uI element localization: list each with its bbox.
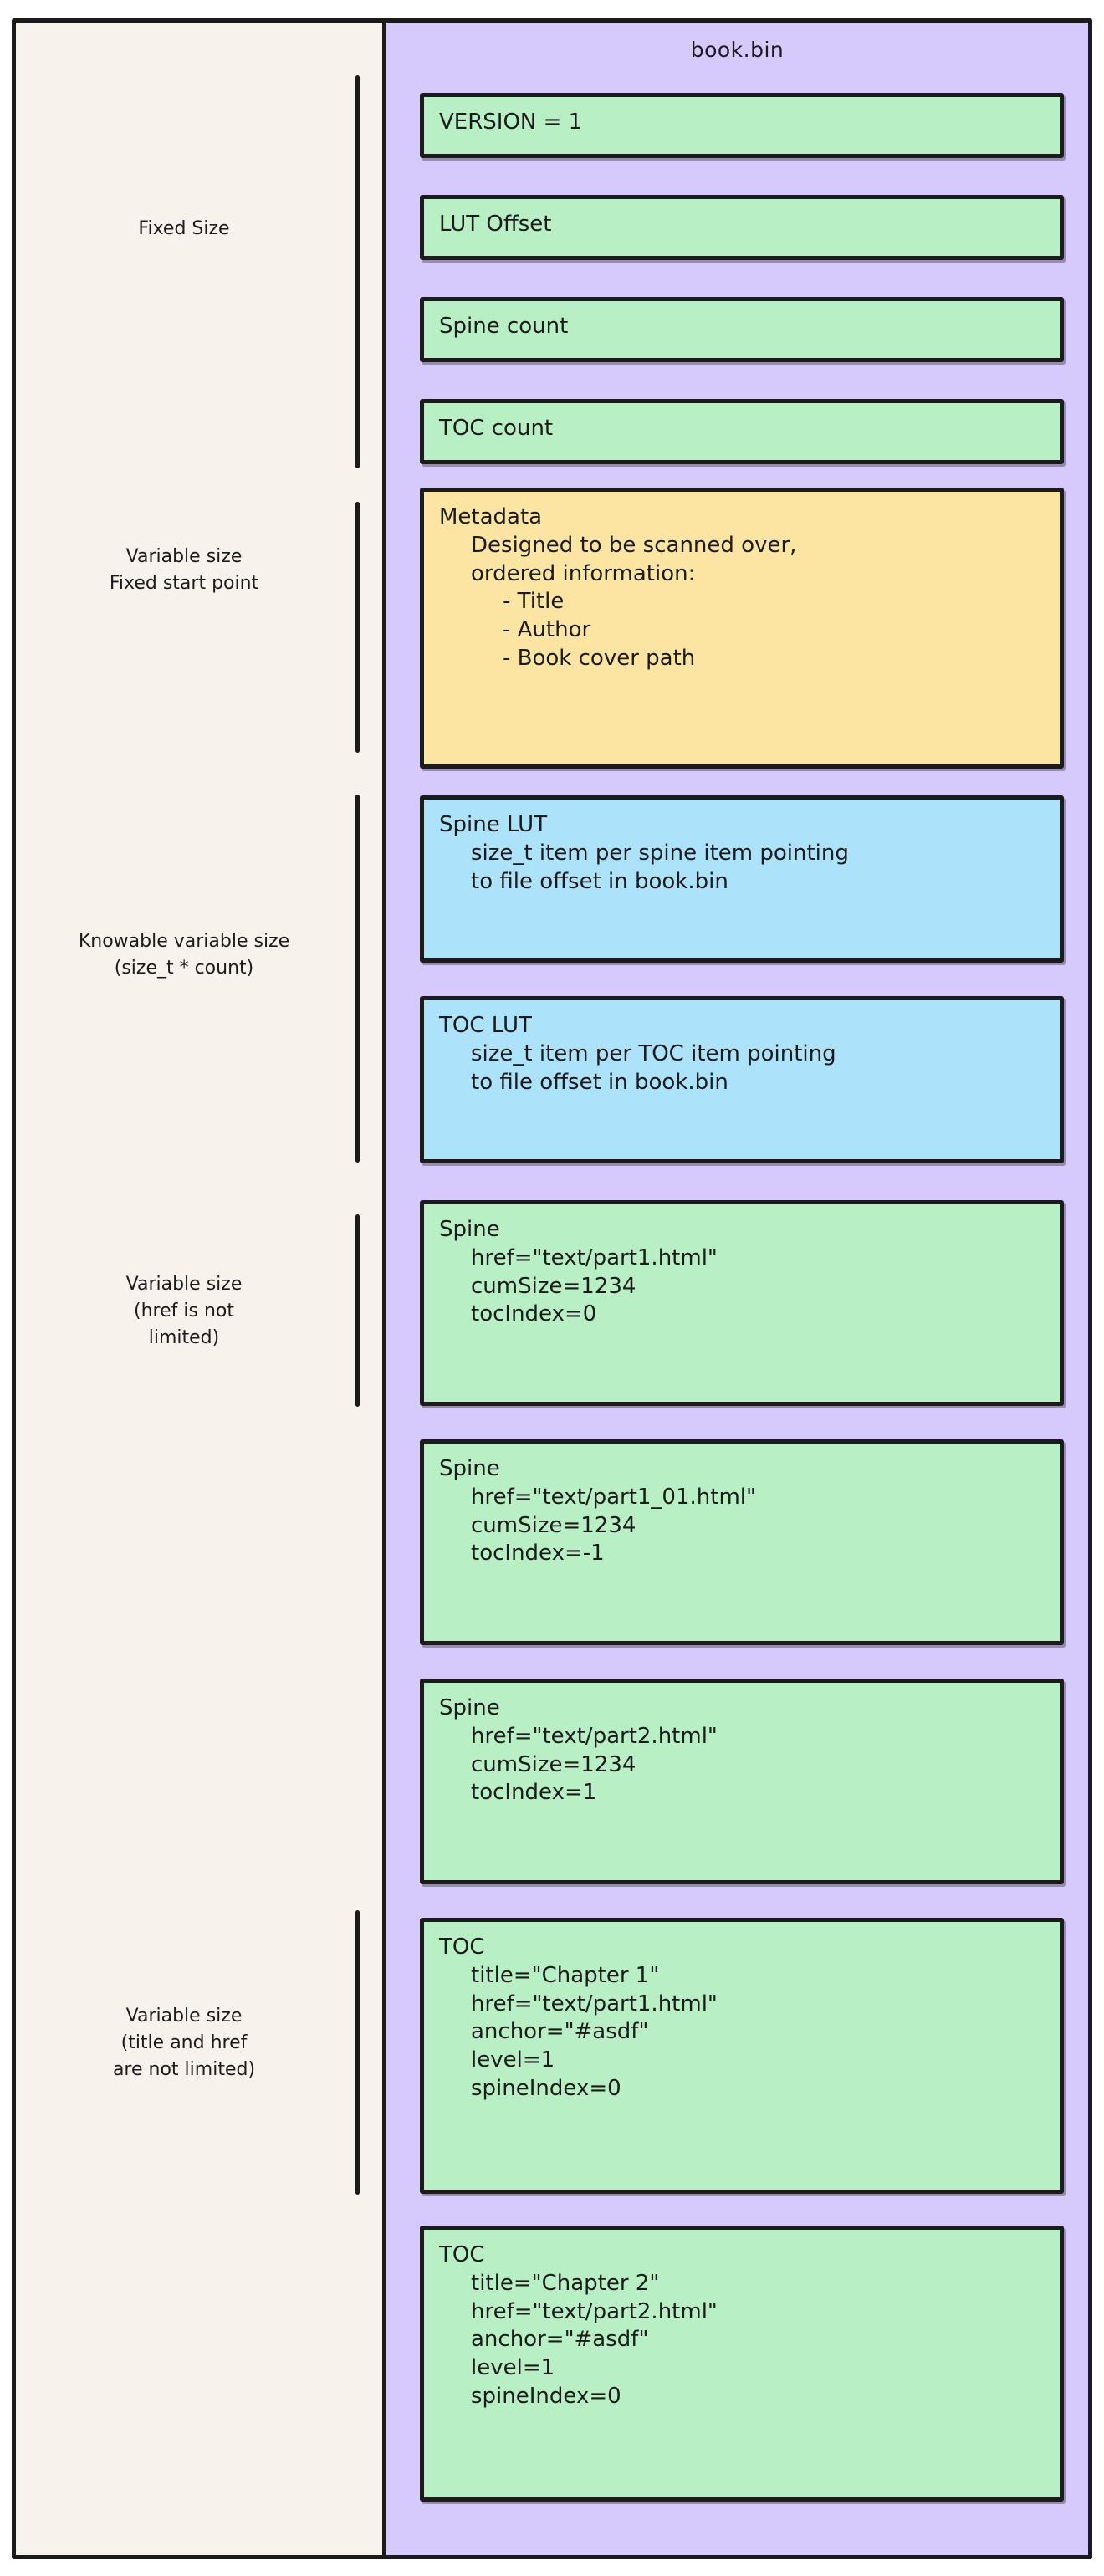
bracket-fixed-size xyxy=(355,75,360,468)
group-label-line-1: Variable size xyxy=(125,546,243,567)
node-toc-lut: TOC LUT size_t item per TOC item pointin… xyxy=(420,996,1064,1163)
node-line: TOC xyxy=(439,2242,485,2267)
group-label-line-1: Variable size xyxy=(125,2006,243,2027)
node-line: tocIndex=1 xyxy=(471,1780,597,1806)
node-line: href="text/part2.html" xyxy=(471,2298,718,2324)
node-line: tocIndex=-1 xyxy=(471,1541,605,1567)
group-label-fixed-size: Fixed Size xyxy=(25,216,343,243)
group-label-line-3: are not limited) xyxy=(112,2058,256,2080)
node-line: - Title xyxy=(503,589,565,615)
node-line: TOC LUT xyxy=(439,1013,532,1038)
group-label-line-1: Knowable variable size xyxy=(78,931,290,952)
node-toc-1: TOC title="Chapter 1" href="text/part1.h… xyxy=(420,1918,1064,2194)
node-toc-2: TOC title="Chapter 2" href="text/part2.h… xyxy=(420,2226,1064,2502)
node-line: TOC count xyxy=(439,416,554,441)
group-label-variable-size-title-href: Variable size (title and href are not li… xyxy=(25,2003,343,2083)
group-label-line-1: Fixed Size xyxy=(138,218,230,239)
node-line: Spine xyxy=(439,1456,500,1481)
node-line: size_t item per TOC item pointing xyxy=(471,1040,836,1066)
node-line: LUT Offset xyxy=(439,212,552,237)
group-label-line-2: Fixed start point xyxy=(109,572,259,594)
node-line: to file offset in book.bin xyxy=(471,868,728,894)
node-metadata: Metadata Designed to be scanned over, or… xyxy=(420,488,1064,769)
node-line: Designed to be scanned over, xyxy=(471,532,797,558)
node-line: level=1 xyxy=(471,2047,555,2073)
node-line: cumSize=1234 xyxy=(471,1273,636,1299)
node-spine-1: Spine href="text/part1.html" cumSize=123… xyxy=(420,1200,1064,1406)
node-line: href="text/part1.html" xyxy=(471,1245,718,1270)
node-line: title="Chapter 2" xyxy=(471,2270,660,2296)
group-label-line-2: (href is not xyxy=(134,1300,234,1321)
bracket-variable-href xyxy=(355,1214,360,1407)
node-spine-3: Spine href="text/part2.html" cumSize=123… xyxy=(420,1679,1064,1884)
group-label-line-2: (title and href xyxy=(120,2032,248,2053)
group-label-line-3: limited) xyxy=(148,1326,220,1348)
node-line: spineIndex=0 xyxy=(471,2383,621,2409)
node-line: href="text/part1_01.html" xyxy=(471,1484,756,1510)
node-line: Metadata xyxy=(439,504,543,529)
node-spine-2: Spine href="text/part1_01.html" cumSize=… xyxy=(420,1439,1064,1645)
node-line: Spine xyxy=(439,1695,500,1720)
node-version: VERSION = 1 xyxy=(420,93,1064,158)
node-line: level=1 xyxy=(471,2355,555,2381)
file-column-book-bin: book.bin VERSION = 1 LUT Offset Spine co… xyxy=(382,18,1092,2559)
node-line: anchor="#asdf" xyxy=(471,2327,649,2353)
node-line: - Author xyxy=(503,617,591,643)
file-title: book.bin xyxy=(690,38,785,62)
bracket-variable-title-href xyxy=(355,1910,360,2195)
group-label-line-2: (size_t * count) xyxy=(114,957,254,979)
node-line: TOC xyxy=(439,1935,485,1960)
group-label-line-1: Variable size xyxy=(125,1274,243,1295)
node-line: VERSION = 1 xyxy=(439,110,583,135)
node-line: to file offset in book.bin xyxy=(471,1069,728,1095)
group-label-knowable-variable-size: Knowable variable size (size_t * count) xyxy=(25,928,343,982)
node-line: ordered information: xyxy=(471,560,696,586)
node-line: - Book cover path xyxy=(503,645,696,671)
node-line: size_t item per spine item pointing xyxy=(471,840,849,866)
group-label-variable-fixed-start: Variable size Fixed start point xyxy=(25,544,343,597)
node-line: cumSize=1234 xyxy=(471,1751,636,1777)
node-spine-count: Spine count xyxy=(420,297,1064,362)
node-line: Spine count xyxy=(439,314,569,339)
bracket-variable-fixed-start xyxy=(355,502,360,753)
node-lut-offset: LUT Offset xyxy=(420,195,1064,260)
node-line: anchor="#asdf" xyxy=(471,2019,649,2045)
node-line: Spine LUT xyxy=(439,812,548,837)
node-spine-lut: Spine LUT size_t item per spine item poi… xyxy=(420,795,1064,963)
node-line: Spine xyxy=(439,1217,500,1242)
node-line: href="text/part1.html" xyxy=(471,1991,718,2016)
node-line: tocIndex=0 xyxy=(471,1301,597,1327)
node-line: title="Chapter 1" xyxy=(471,1962,660,1988)
node-line: cumSize=1234 xyxy=(471,1512,636,1538)
node-line: href="text/part2.html" xyxy=(471,1723,718,1749)
bracket-knowable-variable xyxy=(355,795,360,1163)
group-label-variable-size-href: Variable size (href is not limited) xyxy=(25,1271,343,1352)
node-toc-count: TOC count xyxy=(420,399,1064,464)
node-line: spineIndex=0 xyxy=(471,2075,621,2101)
